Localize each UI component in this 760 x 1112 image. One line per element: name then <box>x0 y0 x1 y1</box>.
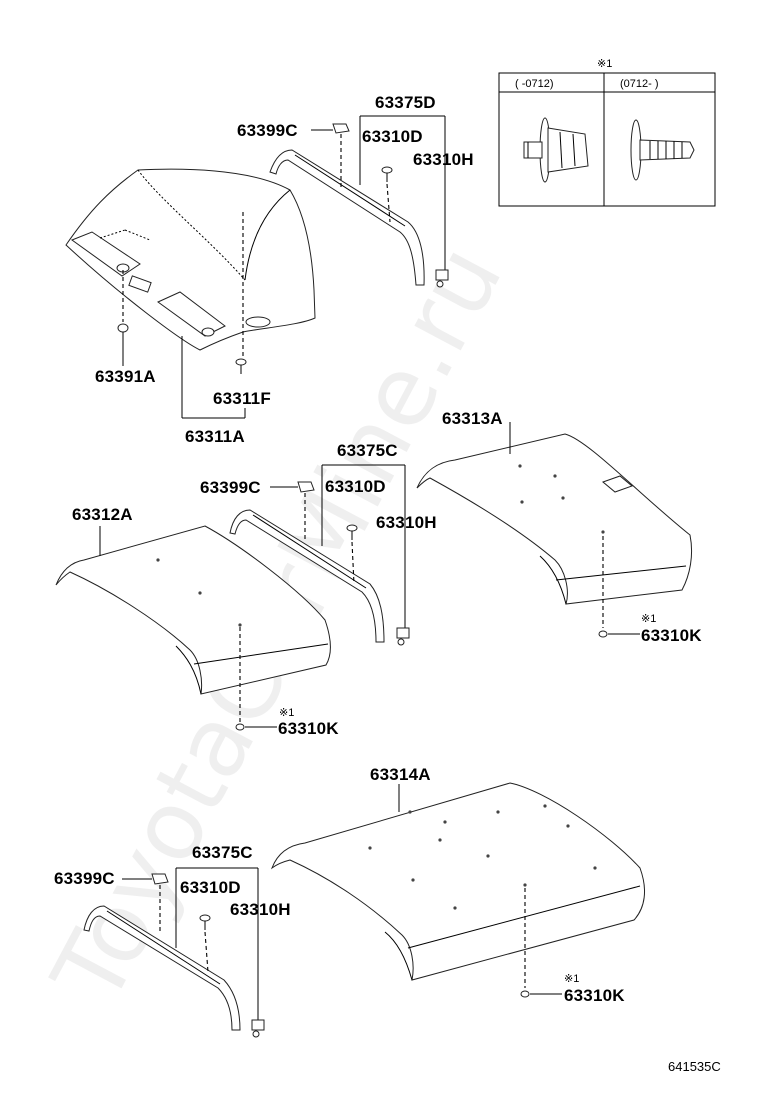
label-63310K-left: 63310K <box>278 719 339 738</box>
label-63311F: 63311F <box>213 389 271 408</box>
label-63310H-bottom: 63310H <box>230 900 291 919</box>
clip-63310K-right-icon <box>598 630 608 638</box>
roof-rail-63375C-bottom <box>83 905 241 1031</box>
label-63310H-middle: 63310H <box>376 513 437 532</box>
nut-63399C-bottom-icon <box>151 873 169 885</box>
clip-type-new-icon <box>630 119 695 181</box>
label-63310D-bottom: 63310D <box>180 878 241 897</box>
label-63375C-bottom: 63375C <box>192 843 253 862</box>
figure-code: 641535C <box>668 1059 721 1074</box>
label-63399C-top: 63399C <box>237 121 298 140</box>
label-63310D-middle: 63310D <box>325 477 386 496</box>
clip-legend-box: ※1 ( -0712) (0712- ) <box>498 58 716 207</box>
clip-63310K-left-icon <box>235 723 245 731</box>
label-63375C-middle: 63375C <box>337 441 398 460</box>
label-63310K-bottom: 63310K <box>564 986 625 1005</box>
note-mark-bottom: ※1 <box>564 973 579 985</box>
roof-panel-63314A <box>270 782 646 981</box>
legend-col1-header: ( -0712) <box>515 78 554 90</box>
clip-63391A-icon <box>117 323 129 333</box>
screw-63310D-middle-icon <box>346 524 358 540</box>
clip-type-old-icon <box>523 117 589 183</box>
clip-63310H-top-icon <box>435 269 449 288</box>
label-63375D: 63375D <box>375 93 436 112</box>
roof-rail-63375C-middle <box>229 509 385 643</box>
legend-mark: ※1 <box>597 58 612 70</box>
nut-63399C-top-icon <box>332 123 350 134</box>
note-mark-right: ※1 <box>641 613 656 625</box>
note-mark-left: ※1 <box>279 707 294 719</box>
screw-63310D-bottom-icon <box>199 914 211 930</box>
label-63310H-top: 63310H <box>413 150 474 169</box>
label-63314A: 63314A <box>370 765 431 784</box>
nut-63399C-middle-icon <box>297 481 315 493</box>
roof-rail-63375D <box>269 149 425 286</box>
roof-panel-63312A <box>55 525 331 695</box>
screw-63310D-top-icon <box>381 166 393 182</box>
label-63311A: 63311A <box>185 427 245 446</box>
label-63399C-middle: 63399C <box>200 478 261 497</box>
roof-panel-63313A <box>416 433 693 605</box>
label-63312A: 63312A <box>72 505 133 524</box>
legend-col2-header: (0712- ) <box>620 78 659 90</box>
clip-63310K-bottom-icon <box>520 990 530 998</box>
label-63391A: 63391A <box>95 367 156 386</box>
label-63399C-bottom: 63399C <box>54 869 115 888</box>
label-63310K-right: 63310K <box>641 626 702 645</box>
screw-63311F-icon <box>235 358 247 374</box>
clip-63310H-bottom-icon <box>251 1019 265 1038</box>
clip-63310H-middle-icon <box>396 627 410 646</box>
headliner-63311A <box>65 168 316 351</box>
label-63313A: 63313A <box>442 409 503 428</box>
label-63310D-top: 63310D <box>362 127 423 146</box>
